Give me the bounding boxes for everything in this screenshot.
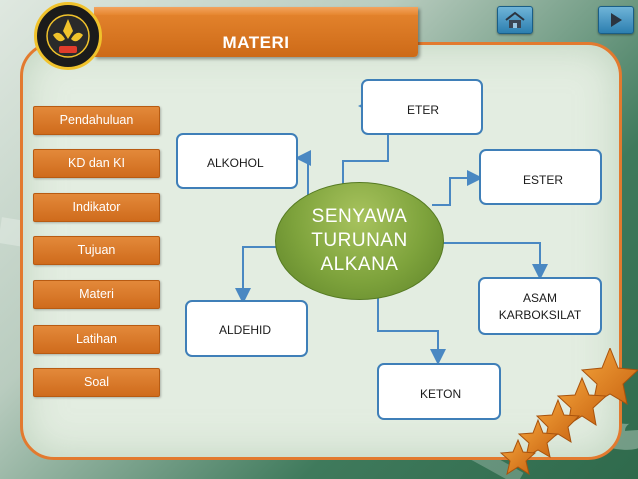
center-node-senyawa-turunan-alkana: SENYAWA TURUNAN ALKANA — [275, 182, 444, 300]
node-alkohol: ALKOHOL — [176, 133, 298, 189]
sidebar-item-pendahuluan[interactable]: Pendahuluan — [33, 106, 160, 135]
node-eter: ETER — [361, 79, 483, 135]
node-alkohol-label: ALKOHOL — [207, 156, 264, 170]
star-icon — [517, 418, 559, 459]
center-label-line2: TURUNAN — [311, 230, 408, 251]
node-eter-label: ETER — [407, 103, 440, 117]
node-aldehid-label: ALDEHID — [219, 323, 272, 337]
university-logo — [34, 2, 102, 70]
center-label-line3: ALKANA — [320, 254, 399, 275]
play-next-icon — [611, 13, 622, 27]
node-ester: ESTER — [479, 149, 602, 205]
node-asam-label-line2: KARBOKSILAT — [498, 308, 582, 322]
star-icon — [580, 348, 638, 405]
sidebar-item-tujuan[interactable]: Tujuan — [33, 236, 160, 265]
node-asam-label-line1: ASAM — [522, 291, 557, 305]
star-icon — [499, 438, 537, 476]
decorative-stars — [499, 348, 638, 476]
sidebar-item-materi[interactable]: Materi — [33, 280, 160, 309]
page-title: MATERI — [222, 33, 290, 52]
home-button[interactable] — [497, 6, 533, 34]
node-ester-label: ESTER — [523, 173, 564, 187]
node-asam-karboksilat: ASAM KARBOKSILAT — [478, 277, 602, 335]
star-icon — [556, 376, 608, 427]
node-aldehid: ALDEHID — [185, 300, 308, 357]
next-button[interactable] — [598, 6, 634, 34]
home-icon — [505, 11, 525, 28]
sidebar-item-latihan[interactable]: Latihan — [33, 325, 160, 354]
sidebar-item-kd-ki[interactable]: KD dan KI — [33, 149, 160, 178]
title-bar: MATERI — [94, 7, 418, 57]
sidebar-item-indikator[interactable]: Indikator — [33, 193, 160, 222]
node-keton: KETON — [377, 363, 501, 420]
center-label-line1: SENYAWA — [311, 206, 408, 227]
node-keton-label: KETON — [420, 387, 462, 401]
star-icon — [535, 398, 581, 444]
sidebar-item-soal[interactable]: Soal — [33, 368, 160, 397]
